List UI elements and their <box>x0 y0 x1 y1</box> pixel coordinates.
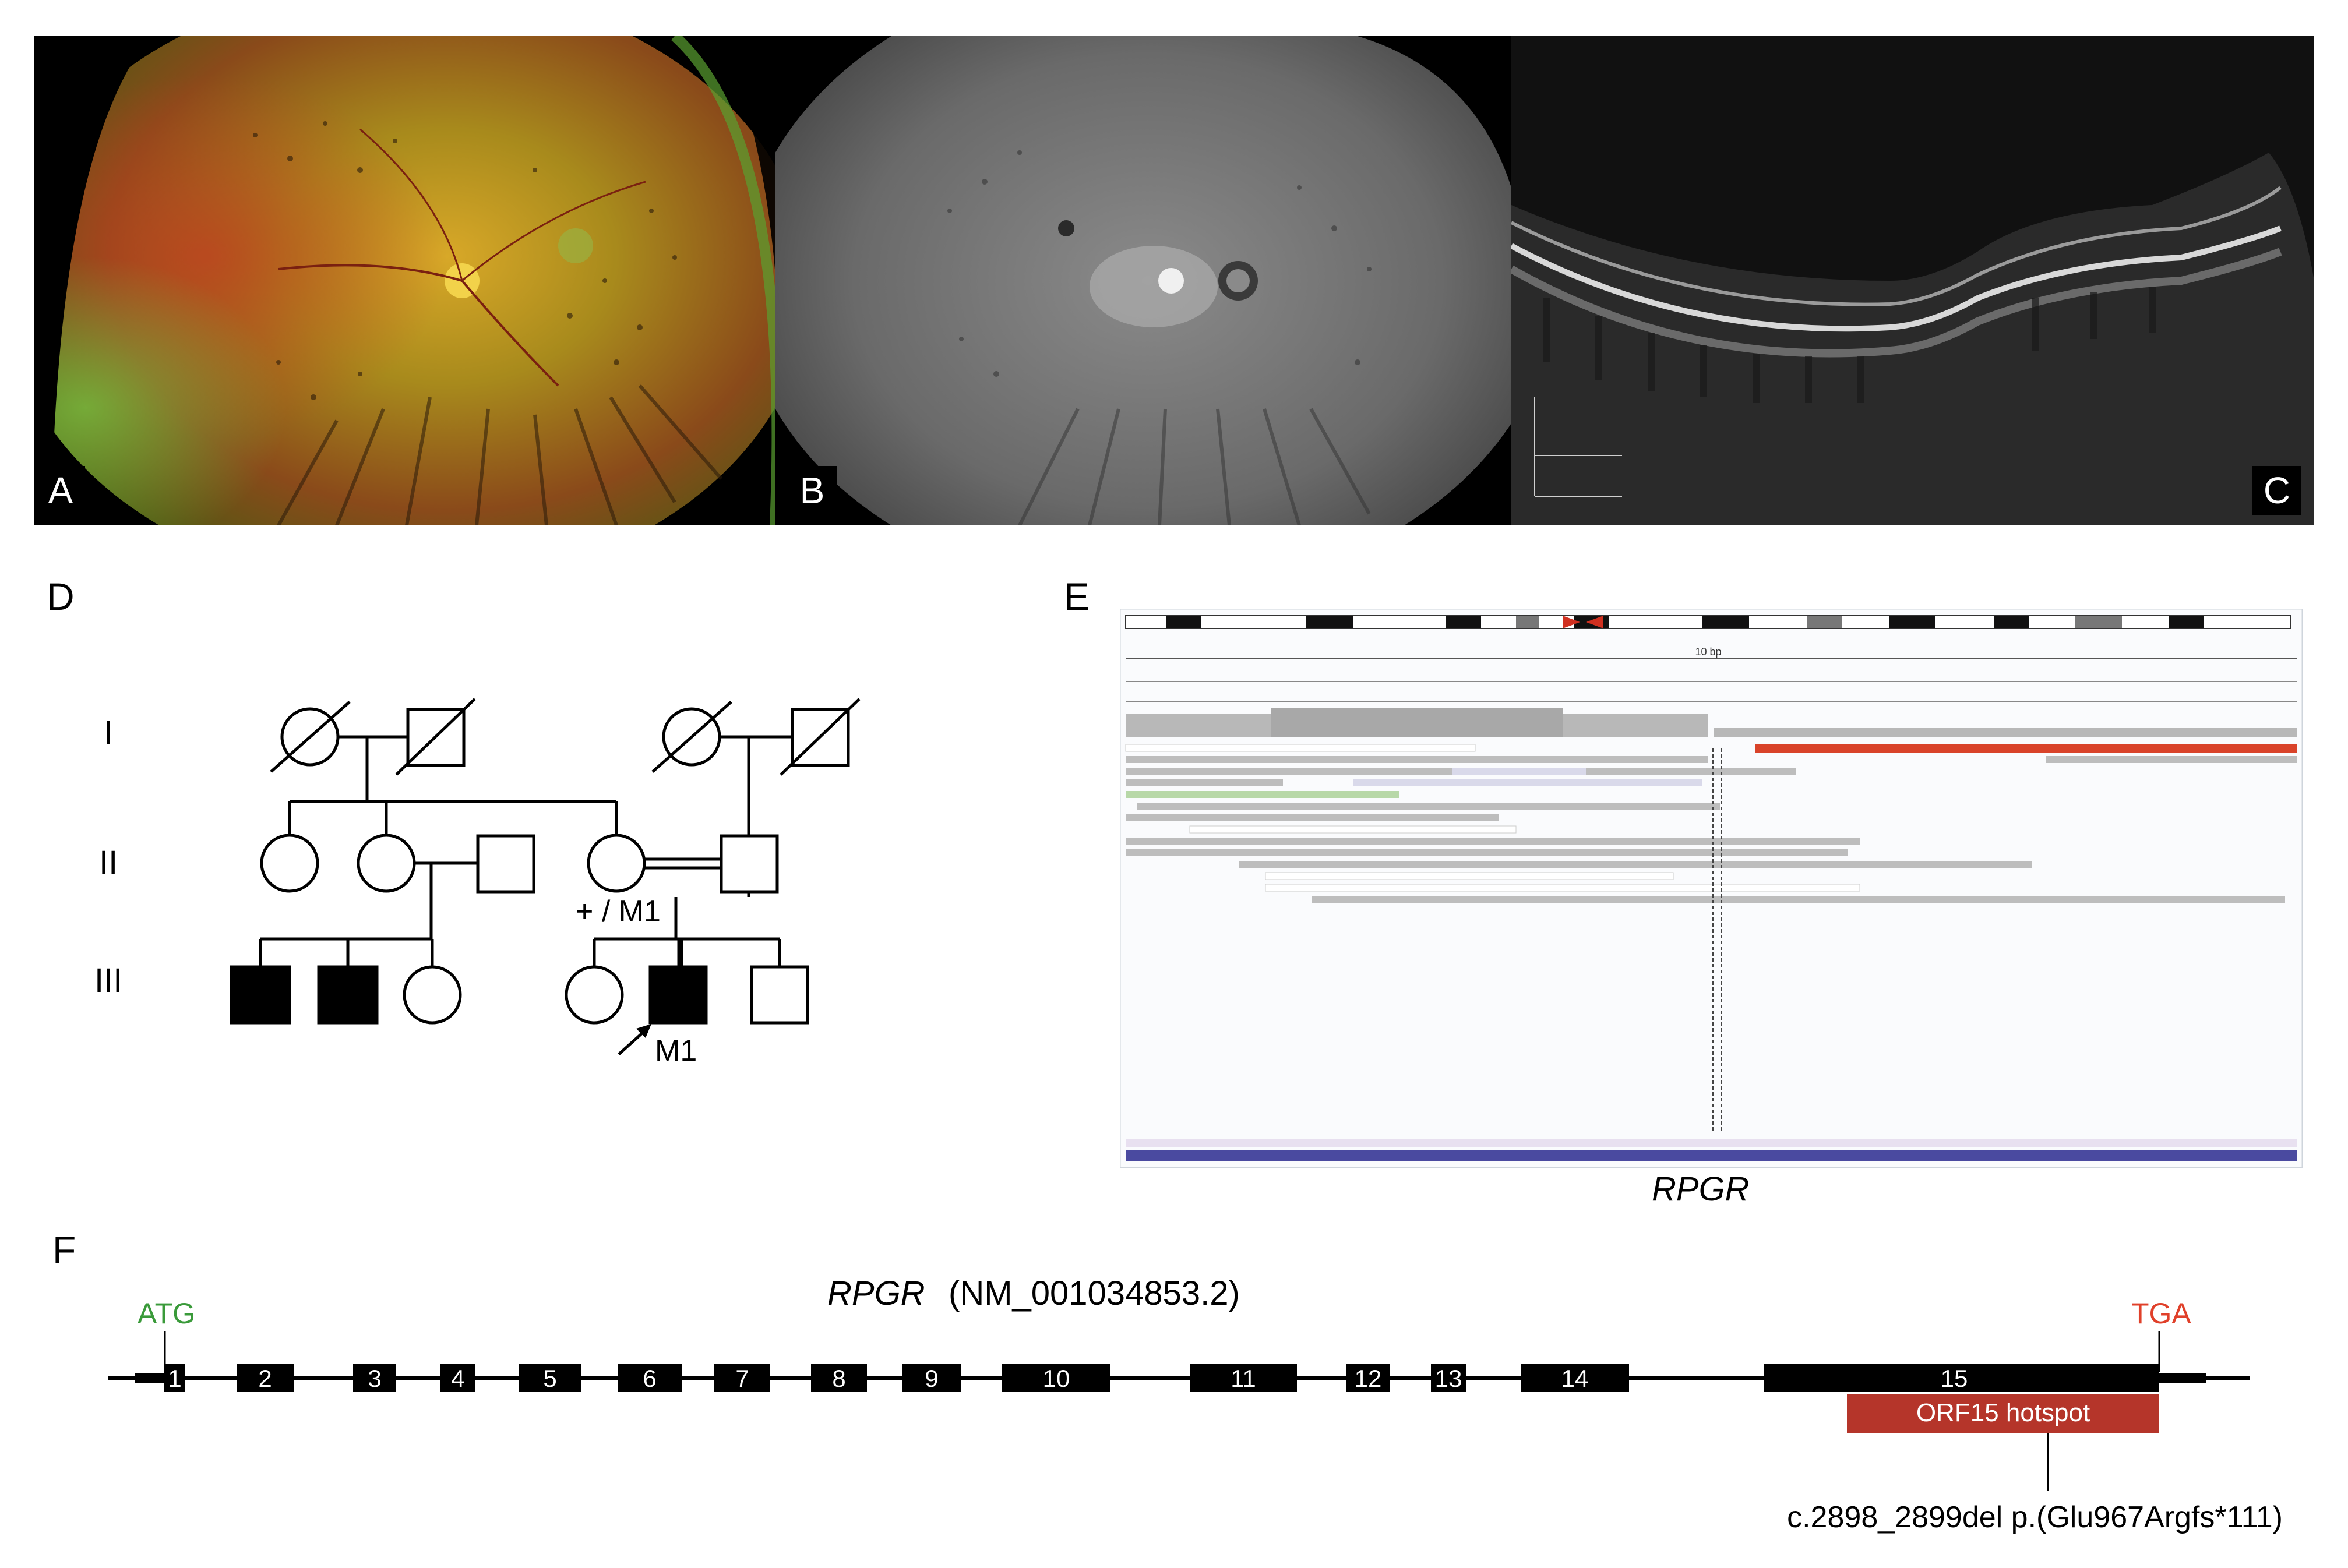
exon-10-label: 10 <box>1043 1365 1070 1392</box>
exon-3 <box>353 1364 396 1392</box>
rpgr-gene-structure: RPGR (NM_001034853.2) ATG TGA 1 2 3 4 5 … <box>108 1274 2283 1534</box>
panel-d-label: D <box>47 575 75 618</box>
pedigree-II-3-male <box>476 834 535 894</box>
exon-1-label: 1 <box>168 1365 181 1392</box>
exon-9 <box>902 1364 961 1392</box>
pedigree-II-2-female <box>357 834 416 893</box>
igv-scale-label: 10 bp <box>1695 646 1721 658</box>
exon-10 <box>1002 1364 1110 1392</box>
exon-7 <box>714 1364 770 1392</box>
exon-12 <box>1346 1364 1390 1392</box>
igv-gene-label: RPGR <box>1652 1170 1750 1208</box>
exon-14-label: 14 <box>1561 1365 1589 1392</box>
pedigree-II-4-female-carrier <box>587 834 646 893</box>
exon-9-label: 9 <box>925 1365 938 1392</box>
panel-a-label: A <box>36 466 85 515</box>
exon-13 <box>1431 1364 1466 1392</box>
exon-11 <box>1190 1364 1297 1392</box>
fundus-autofluorescence-image <box>775 36 1511 525</box>
pedigree-chart <box>230 698 861 1055</box>
variant-label: c.2898_2899del p.(Glu967Argfs*111) <box>1787 1500 2283 1534</box>
exon-14 <box>1521 1364 1629 1392</box>
generation-label-III: III <box>94 962 123 1000</box>
exon-13-label: 13 <box>1435 1365 1462 1392</box>
exon-4 <box>440 1364 475 1392</box>
orf15-hotspot-label: ORF15 hotspot <box>1916 1399 2090 1427</box>
exon-6 <box>618 1364 682 1392</box>
start-codon-label: ATG <box>138 1297 195 1330</box>
orf15-hotspot-box <box>1847 1394 2159 1433</box>
exon-12-label: 12 <box>1355 1365 1382 1392</box>
igv-read-alignment: 10 bp <box>1120 609 2303 1168</box>
panel-e-label: E <box>1064 575 1090 618</box>
carrier-genotype-label: + / M1 <box>576 895 661 928</box>
exon-5-label: 5 <box>543 1365 556 1392</box>
pedigree-III-2-affected-male <box>317 965 379 1025</box>
proband-genotype-label: M1 <box>655 1034 697 1068</box>
exon-1 <box>164 1364 185 1392</box>
panel-c-label: C <box>2252 466 2301 515</box>
pedigree-II-5-male <box>720 834 779 894</box>
exon-2 <box>237 1364 294 1392</box>
exon-2-label: 2 <box>258 1365 272 1392</box>
pedigree-II-1-female <box>260 834 319 893</box>
pedigree-III-5-proband-affected-male <box>648 965 708 1025</box>
exon-4-label: 4 <box>451 1365 464 1392</box>
pedigree-III-1-affected-male <box>230 965 291 1025</box>
pedigree-III-4-female <box>565 965 624 1025</box>
exon-5 <box>519 1364 581 1392</box>
exon-7-label: 7 <box>735 1365 749 1392</box>
exon-8-label: 8 <box>832 1365 845 1392</box>
fundus-color-image <box>34 36 775 525</box>
stop-codon-label: TGA <box>2131 1297 2191 1330</box>
panel-b-label: B <box>788 466 837 515</box>
exon-6-label: 6 <box>643 1365 656 1392</box>
transcript-id: (NM_001034853.2) <box>949 1274 1240 1312</box>
exon-15 <box>1764 1364 2159 1392</box>
pedigree-III-3-female <box>403 965 462 1025</box>
exon-3-label: 3 <box>368 1365 381 1392</box>
pedigree-III-6-male <box>750 965 809 1025</box>
panel-f-label: F <box>52 1228 76 1272</box>
generation-label-II: II <box>99 844 118 882</box>
exon-11-label: 11 <box>1231 1365 1256 1392</box>
exon-15-label: 15 <box>1941 1365 1968 1392</box>
gene-name: RPGR <box>827 1274 925 1312</box>
generation-label-I: I <box>104 714 114 752</box>
oct-scan-image <box>1511 36 2314 525</box>
exon-8 <box>811 1364 867 1392</box>
